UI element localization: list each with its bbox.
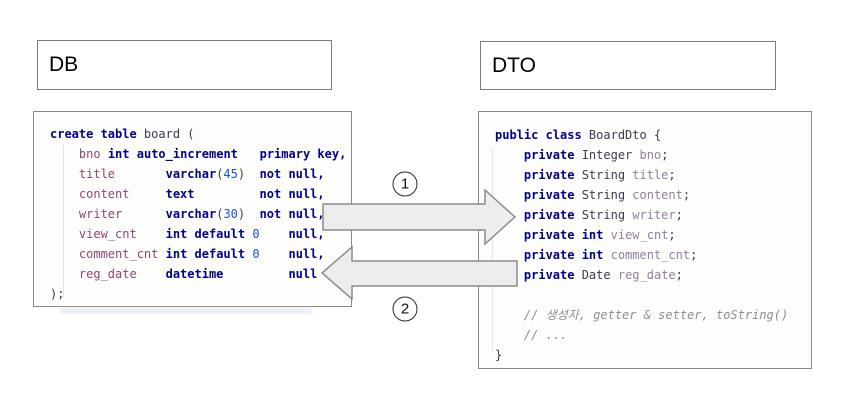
dto-java-code: public class BoardDto { private Integer … (495, 125, 811, 365)
code-line: content text not null, (78, 187, 325, 201)
dto-label-box: DTO (480, 41, 776, 90)
code-line: ); (50, 287, 65, 301)
code-line: private Integer bno; (523, 148, 669, 162)
code-line: } (495, 348, 503, 362)
db-label-box: DB (37, 40, 332, 90)
code-line: bno int auto_increment primary key, (78, 147, 347, 161)
db-sql-code-block: create table board ( bno int auto_increm… (33, 111, 352, 307)
code-line: title varchar(45) not null, (78, 167, 325, 181)
code-line: create table board ( (50, 127, 195, 141)
code-line: writer varchar(30) not null, (78, 207, 325, 221)
code-line (495, 285, 811, 305)
step-2-number: 2 (400, 300, 410, 318)
step-1-number: 1 (400, 175, 410, 193)
step-1-marker: 1 (392, 171, 418, 197)
dto-java-code-block: public class BoardDto { private Integer … (478, 111, 812, 369)
code-line: private Date reg_date; (523, 268, 683, 282)
code-line: private String writer; (523, 208, 683, 222)
indent-guide (492, 148, 493, 350)
code-line: private int view_cnt; (523, 228, 676, 242)
code-line: view_cnt int default 0 null, (78, 227, 325, 241)
step-2-marker: 2 (392, 296, 418, 322)
dto-label: DTO (492, 53, 536, 77)
code-line: // 생성자, getter & setter, toString() (523, 308, 789, 322)
db-block-shadow (60, 308, 312, 314)
db-label: DB (49, 53, 79, 76)
code-line: // ... (523, 328, 568, 342)
indent-guide (63, 145, 64, 298)
code-line: private int comment_cnt; (523, 248, 698, 262)
code-line: private String title; (523, 168, 676, 182)
code-line: public class BoardDto { (495, 128, 662, 142)
db-sql-code: create table board ( bno int auto_increm… (50, 124, 351, 304)
code-line: comment_cnt int default 0 null, (78, 247, 325, 261)
code-line: reg_date datetime null (78, 267, 318, 281)
code-line: private String content; (523, 188, 691, 202)
